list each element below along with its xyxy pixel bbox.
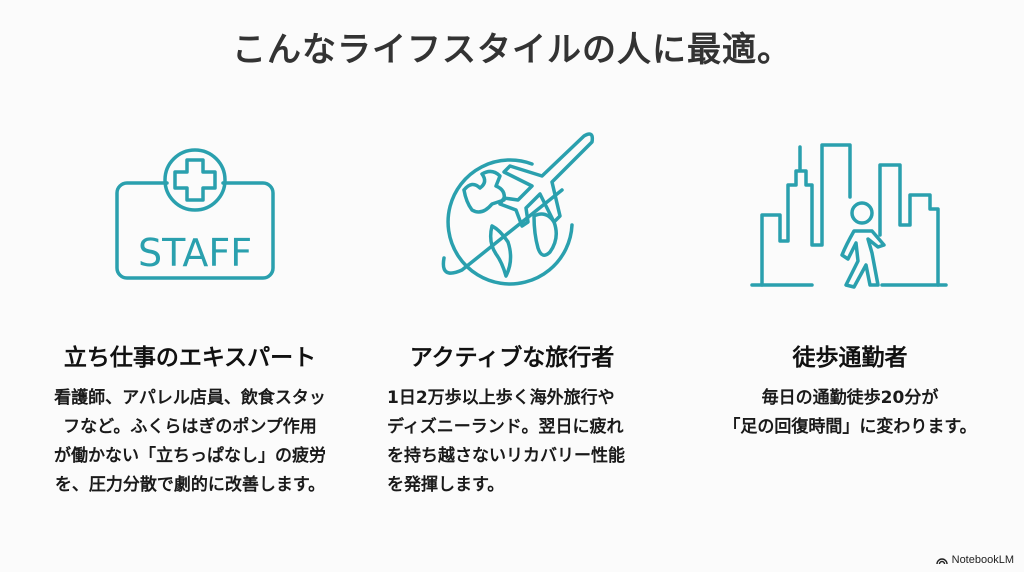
lifestyle-card-active-travelers: アクティブな旅行者 1日2万歩以上歩く海外旅行や ディズニーランド。翌日に疲れ … [352,130,672,500]
card-description: 毎日の通勤徒歩20分が 「足の回復時間」に変わります。 [723,388,977,437]
city-walker-icon [690,130,1010,300]
card-heading: アクティブな旅行者 [409,345,615,371]
lifestyle-card-walking-commuters: 徒歩通勤者 毎日の通勤徒歩20分が 「足の回復時間」に変わります。 [690,130,1010,442]
card-heading: 徒歩通勤者 [792,345,908,371]
card-description: 1日2万歩以上歩く海外旅行や ディズニーランド。翌日に疲れ を持ち越さないリカバ… [387,388,625,495]
card-heading: 立ち仕事のエキスパート [63,345,317,371]
page-title: こんなライフスタイルの人に最適。 [232,30,792,70]
globe-airplane-icon [352,130,672,300]
lifestyle-card-standing-workers: STAFF 立ち仕事のエキスパート 看護師、アパレル店員、飲食スタッ フなど。ふ… [30,130,350,500]
svg-text:STAFF: STAFF [138,231,252,275]
staff-medical-badge-icon: STAFF [30,130,350,300]
notebooklm-logo-icon [935,557,948,564]
brand-label: NotebookLM [951,554,1014,566]
card-description: 看護師、アパレル店員、飲食スタッ フなど。ふくらはぎのポンプ作用 が働かない「立… [54,388,326,495]
brand-watermark: NotebookLM [935,554,1014,566]
